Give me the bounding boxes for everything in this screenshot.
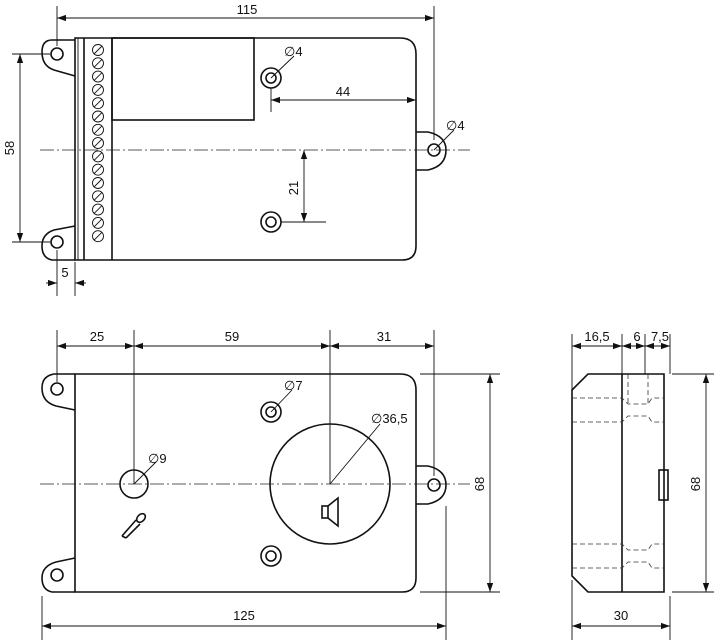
dim-mic-hole-label: ∅9 — [148, 451, 167, 466]
terminal-screw — [92, 97, 104, 110]
dim-31-label: 31 — [377, 329, 391, 344]
terminal-screw-slot — [93, 72, 103, 81]
side-view: 16,5 6 7,5 68 30 — [571, 329, 714, 640]
terminal-screw-slot — [93, 45, 103, 55]
dim-44-label: 44 — [336, 84, 350, 99]
dim-125-label: 125 — [233, 608, 255, 623]
right-ear — [416, 131, 447, 171]
dim-21-label: 21 — [286, 181, 301, 195]
terminal-screw-slot — [93, 58, 103, 68]
terminal-screw — [92, 177, 104, 189]
bottom-left-ear-hole — [50, 235, 64, 249]
terminal-screw — [92, 44, 104, 56]
terminal-screw-slot — [93, 218, 103, 228]
dim-speaker-label: ∅36,5 — [371, 411, 408, 426]
front-upper-hole-inner — [265, 406, 277, 418]
side-view-body — [571, 373, 665, 593]
terminal-screw-slot — [93, 178, 103, 188]
terminal-screw-slot — [93, 191, 103, 201]
terminal-screw — [92, 190, 104, 203]
terminal-screw — [92, 163, 104, 176]
dim-115-label: 115 — [237, 2, 258, 17]
terminal-screw-slot — [93, 98, 103, 108]
terminal-screw — [92, 110, 104, 123]
terminal-screw — [92, 57, 104, 70]
terminal-screw-slot — [93, 112, 103, 121]
dim-68-front-label: 68 — [472, 477, 487, 491]
microphone-icon — [121, 512, 147, 539]
side-tab — [658, 469, 669, 501]
terminal-screw — [92, 203, 104, 216]
front-bottom-left-hole — [50, 568, 64, 582]
terminal-block — [77, 38, 113, 260]
dim-59-label: 59 — [225, 329, 239, 344]
front-top-left-hole — [50, 382, 64, 396]
dim-25-label: 25 — [90, 329, 104, 344]
top-view: 115 ∅4 44 ∅4 58 21 5 — [2, 2, 470, 296]
dim-5-label: 5 — [61, 265, 68, 280]
terminal-screw-slot — [93, 165, 103, 175]
dim-hole-7-label: ∅7 — [284, 378, 303, 393]
terminal-screw — [92, 123, 104, 136]
terminal-screw — [92, 230, 104, 243]
front-top-left-ear — [41, 373, 76, 411]
dim-30-label: 30 — [614, 608, 628, 623]
top-hole-inner — [265, 72, 277, 84]
speaker-icon — [321, 496, 339, 528]
terminal-screw — [92, 83, 104, 96]
top-left-ear-hole — [50, 47, 64, 61]
top-view-body — [74, 37, 417, 261]
front-upper-hole-outer — [260, 401, 282, 423]
terminal-screw — [92, 70, 104, 83]
front-view: 25 59 31 ∅7 ∅36,5 ∅9 68 125 — [40, 329, 500, 640]
terminal-screw-slot — [93, 231, 103, 241]
terminal-screw — [92, 216, 104, 229]
dim-58-label: 58 — [2, 141, 17, 155]
terminal-screw-slot — [93, 125, 103, 135]
lower-hole-outer — [260, 211, 282, 233]
front-right-ear — [416, 465, 447, 505]
terminal-screw — [92, 137, 104, 150]
terminal-screw-slot — [93, 152, 103, 161]
terminal-screw-slot — [93, 138, 103, 148]
bottom-left-ear — [41, 225, 76, 261]
front-bottom-left-ear — [41, 557, 76, 593]
front-right-hole — [427, 478, 441, 492]
dim-68-side-label: 68 — [688, 477, 703, 491]
dim-7-5-label: 7,5 — [651, 329, 669, 344]
dim-16-5-label: 16,5 — [584, 329, 609, 344]
lower-hole-inner — [265, 216, 277, 228]
terminal-screw — [92, 150, 104, 163]
dim-ear-hole-label: ∅4 — [446, 118, 465, 133]
dim-6-label: 6 — [633, 329, 640, 344]
terminal-screw-slot — [93, 85, 103, 95]
pcb-outline — [111, 37, 255, 121]
front-lower-hole-inner — [265, 550, 277, 562]
dim-hole-4-label: ∅4 — [284, 44, 303, 59]
front-view-body — [74, 373, 417, 593]
front-lower-hole-outer — [260, 545, 282, 567]
terminal-screw-slot — [93, 205, 103, 214]
top-left-ear — [41, 39, 76, 77]
